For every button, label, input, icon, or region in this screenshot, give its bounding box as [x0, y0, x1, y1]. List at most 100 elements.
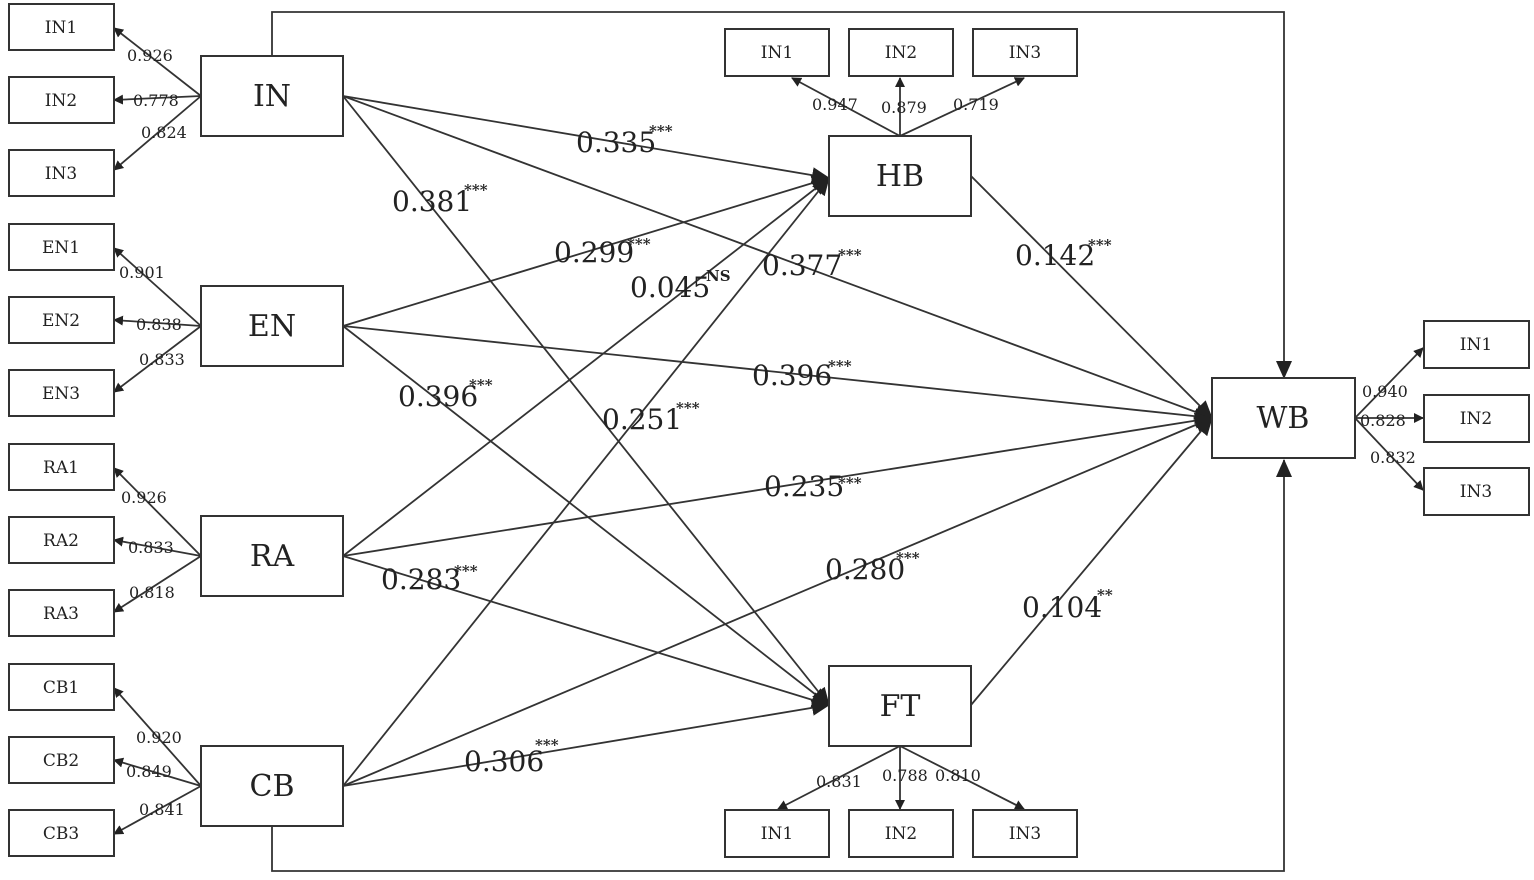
path-en-hb	[342, 175, 830, 327]
indicator-ra-1: RA1	[43, 458, 79, 478]
path-in-wb	[342, 95, 1213, 420]
indicator-hb-3: IN3	[1009, 43, 1041, 63]
frame-lines	[271, 11, 1292, 872]
coef-in-hb: 0.335	[576, 126, 656, 159]
loading-arrow-en-3	[113, 325, 202, 393]
loading-arrow-cb-3	[113, 785, 202, 835]
loading-wb-1: 0.940	[1362, 382, 1408, 401]
loading-in-2: 0.778	[133, 91, 179, 110]
indicator-in-2: IN2	[45, 91, 77, 111]
loading-en-1: 0.901	[119, 263, 165, 282]
indicator-in-1: IN1	[45, 18, 77, 38]
loading-ra-1: 0.926	[121, 488, 167, 507]
path-ra-hb	[342, 177, 830, 557]
indicator-cb-2: CB2	[43, 751, 79, 771]
frame-line-top	[271, 11, 1292, 379]
loading-arrow-in-1	[113, 27, 202, 97]
loading-hb-2: 0.879	[881, 98, 927, 117]
latent-en: EN	[200, 285, 344, 367]
sig-ra-wb: ***	[838, 474, 862, 492]
loading-arrow-in-3	[113, 95, 202, 171]
path-coefficient-labels: 0.335 *** 0.381 *** 0.299 *** 0.377 *** …	[381, 122, 1113, 778]
loading-hb-1: 0.947	[812, 95, 858, 114]
path-en-wb	[342, 325, 1213, 425]
coef-ra-wb: 0.235	[764, 470, 844, 503]
loading-in-3: 0.824	[141, 123, 187, 142]
loading-arrows	[113, 27, 1424, 835]
coef-cb-wb: 0.280	[825, 553, 905, 586]
latent-in-label: IN	[253, 79, 291, 114]
coef-in-wb: 0.377	[762, 249, 842, 282]
coef-cb-ft: 0.306	[464, 745, 544, 778]
sig-ra-ft: ***	[454, 562, 478, 580]
latent-wb-label: WB	[1257, 401, 1310, 436]
loading-arrow-ft-1	[777, 745, 901, 810]
latent-ft-label: FT	[880, 689, 921, 724]
indicator-hb-1: IN1	[761, 43, 793, 63]
coef-hb-wb: 0.142	[1015, 239, 1095, 272]
coef-ra-hb: 0.045	[630, 271, 710, 304]
path-in-ft	[342, 95, 830, 706]
loading-arrow-ra-2	[113, 536, 202, 557]
loading-ra-2: 0.833	[128, 538, 174, 557]
latent-cb: CB	[200, 745, 344, 827]
indicator-ft-3: IN3	[1009, 824, 1041, 844]
loading-en-2: 0.838	[136, 315, 182, 334]
sig-en-ft: ***	[469, 376, 493, 394]
latent-hb-label: HB	[876, 159, 924, 194]
indicator-en-2: EN2	[42, 311, 80, 331]
latent-cb-label: CB	[250, 769, 295, 804]
latent-in: IN	[200, 55, 344, 137]
loading-arrow-ra-1	[113, 467, 202, 557]
latent-hb: HB	[828, 135, 972, 217]
coef-ra-ft: 0.283	[381, 563, 461, 596]
loading-ra-3: 0.818	[129, 583, 175, 602]
sig-en-hb: ***	[627, 235, 651, 253]
sig-cb-wb: ***	[896, 549, 920, 567]
loading-hb-3: 0.719	[953, 95, 999, 114]
path-cb-wb	[342, 417, 1213, 787]
sig-in-ft: ***	[464, 181, 488, 199]
latent-constructs: IN EN RA CB HB FT WB	[200, 55, 1356, 827]
path-hb-wb	[970, 175, 1213, 419]
loading-arrow-cb-1	[113, 687, 202, 787]
sig-cb-ft: ***	[535, 736, 559, 754]
indicator-ra-3: RA3	[43, 604, 79, 624]
loading-arrow-ft-3	[899, 745, 1025, 810]
coef-en-wb: 0.396	[752, 359, 832, 392]
loading-ft-3: 0.810	[935, 766, 981, 785]
path-en-ft	[342, 325, 830, 706]
loading-arrow-ra-3	[113, 555, 202, 613]
indicator-boxes: IN1 IN2 IN3 EN1 EN2 EN3 RA1 RA2 RA3 CB1 …	[8, 3, 1530, 858]
indicator-ra-2: RA2	[43, 531, 79, 551]
loading-arrow-in-2	[113, 94, 202, 105]
indicator-wb-3: IN3	[1460, 482, 1492, 502]
path-ra-wb	[342, 412, 1213, 557]
loading-wb-2: 0.828	[1360, 411, 1406, 430]
latent-wb: WB	[1211, 377, 1356, 459]
latent-ft: FT	[828, 665, 972, 747]
path-cb-hb	[342, 177, 830, 787]
structural-paths	[342, 95, 1213, 787]
loading-arrow-en-1	[113, 247, 202, 327]
sig-cb-hb: ***	[676, 399, 700, 417]
loading-arrow-cb-2	[113, 757, 202, 787]
coef-in-ft: 0.381	[392, 185, 472, 218]
loading-ft-2: 0.788	[882, 766, 928, 785]
coef-en-hb: 0.299	[554, 236, 634, 269]
latent-ra: RA	[200, 515, 344, 597]
path-ra-ft	[342, 555, 830, 708]
coef-en-ft: 0.396	[398, 380, 478, 413]
loading-arrow-hb-1	[791, 77, 901, 137]
sig-ft-wb: **	[1097, 586, 1113, 604]
loading-arrow-hb-3	[899, 77, 1025, 137]
sig-ra-hb: NS	[706, 267, 731, 285]
frame-line-bottom	[271, 459, 1292, 872]
indicator-hb-2: IN2	[885, 43, 917, 63]
latent-ra-label: RA	[250, 539, 295, 574]
loading-labels: 0.926 0.778 0.824 0.901 0.838 0.833 0.92…	[119, 46, 1416, 819]
loading-wb-3: 0.832	[1370, 448, 1416, 467]
loading-cb-2: 0.849	[126, 762, 172, 781]
loading-arrow-wb-1	[1354, 347, 1424, 419]
